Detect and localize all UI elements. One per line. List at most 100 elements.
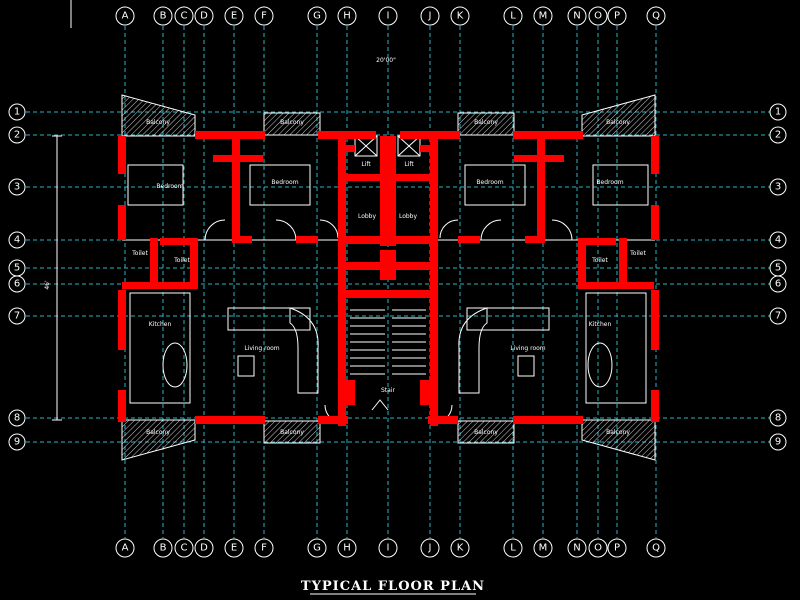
grid-label-row-9-right: 9: [775, 437, 781, 448]
grid-label-col-G-top: G: [313, 11, 321, 22]
bedroom-label-2: Bedroom: [271, 179, 298, 186]
grid-bubble-col-N-bottom: [567, 538, 587, 558]
balcony-label-bml: Balcony: [280, 429, 304, 436]
grid-label-row-2-right: 2: [775, 130, 781, 141]
grid-label-row-6-right: 6: [775, 279, 781, 290]
sofa-left: [227, 307, 311, 331]
grid-bubble-row-3-left: [8, 178, 26, 196]
grid-label-col-E-top: E: [231, 11, 237, 22]
grid-label-col-N-bottom: N: [573, 543, 580, 554]
grid-label-row-4-right: 4: [775, 235, 781, 246]
grid-label-row-7-right: 7: [775, 311, 781, 322]
grid-label-col-I-bottom: I: [387, 543, 390, 554]
grid-label-col-E-bottom: E: [231, 543, 237, 554]
drawing-title: TYPICAL FLOOR PLAN: [301, 579, 485, 594]
grid-label-col-D-top: D: [200, 11, 208, 22]
grid-bubble-row-4-left: [8, 231, 26, 249]
balcony-bottom-mid-left: [263, 420, 321, 444]
kitchen-label-right: Kitchen: [589, 321, 612, 328]
living-room-label-right: Living room: [510, 345, 545, 352]
grid-bubble-col-J-top: [420, 6, 440, 26]
grid-label-col-O-top: O: [594, 11, 602, 22]
grid-label-col-F-top: F: [261, 11, 267, 22]
grid-label-row-8-left: 8: [14, 413, 20, 424]
grid-bubble-col-A-top: [115, 6, 135, 26]
grid-label-col-L-bottom: L: [510, 543, 516, 554]
grid-label-col-K-top: K: [457, 11, 464, 22]
balcony-top-mid-right: [457, 112, 515, 136]
grid-bubble-col-Q-top: [646, 6, 666, 26]
grid-bubble-col-G-bottom: [307, 538, 327, 558]
left-dimension: 46': [44, 135, 62, 421]
grid-bubble-col-F-bottom: [254, 538, 274, 558]
grid-label-row-9-left: 9: [14, 437, 20, 448]
grid-bubble-col-M-top: [533, 6, 553, 26]
grid-bubble-row-2-left: [8, 126, 26, 144]
left-dimension-text: 46': [44, 280, 51, 290]
grid-bubble-col-D-bottom: [194, 538, 214, 558]
grid-bubble-row-4-right: [769, 231, 787, 249]
grid-bubble-row-6-left: [8, 275, 26, 293]
walls: [118, 131, 659, 426]
grid-bubble-row-3-right: [769, 178, 787, 196]
grid-label-col-B-top: B: [160, 11, 167, 22]
grid-bubble-row-6-right: [769, 275, 787, 293]
grid-bubble-col-B-bottom: [153, 538, 173, 558]
balcony-top-mid-left: [263, 112, 321, 136]
toilet-label-3: Toilet: [591, 257, 608, 264]
balcony-top-left: [121, 94, 196, 137]
balcony-top-right: [581, 94, 656, 137]
lobby-label-right: Lobby: [399, 213, 418, 220]
grid-label-col-G-bottom: G: [313, 543, 321, 554]
grid-label-col-F-bottom: F: [261, 543, 267, 554]
grid-label-row-4-left: 4: [14, 235, 20, 246]
grid-label-col-P-top: P: [614, 11, 620, 22]
grid-label-row-1-right: 1: [775, 107, 781, 118]
living-room-label-left: Living room: [244, 345, 279, 352]
grid-label-row-5-left: 5: [14, 263, 20, 274]
dining-table-left: [162, 342, 188, 388]
grid-label-row-8-right: 8: [775, 413, 781, 424]
balcony-label-tl: Balcony: [146, 119, 170, 126]
grid-label-col-M-top: M: [539, 11, 548, 22]
lobby-label-left: Lobby: [358, 213, 377, 220]
grid-bubble-col-O-top: [588, 6, 608, 26]
grid-bubble-col-M-bottom: [533, 538, 553, 558]
grid-bubble-col-P-top: [607, 6, 627, 26]
grid-label-row-2-left: 2: [14, 130, 20, 141]
grid-bubble-col-P-bottom: [607, 538, 627, 558]
grid-label-row-7-left: 7: [14, 311, 20, 322]
lift-label-1: Lift: [361, 161, 371, 168]
grid-label-row-1-left: 1: [14, 107, 20, 118]
grid-bubble-row-2-right: [769, 126, 787, 144]
grid-bubble-row-8-right: [769, 409, 787, 427]
grid-label-col-J-bottom: J: [428, 543, 432, 554]
grid-label-col-K-bottom: K: [457, 543, 464, 554]
bedroom-label-1: Bedroom: [156, 183, 183, 190]
grid-label-col-C-top: C: [181, 11, 188, 22]
grid-bubble-col-O-bottom: [588, 538, 608, 558]
grid-bubble-row-1-right: [769, 103, 787, 121]
grid-label-col-H-top: H: [343, 11, 351, 22]
balcony-bottom-left: [121, 419, 196, 461]
room-labels: Bedroom Bedroom Bedroom Bedroom Kitchen …: [131, 161, 646, 394]
grid-bubble-col-D-top: [194, 6, 214, 26]
grid-label-col-C-bottom: C: [181, 543, 188, 554]
grid-label-row-3-left: 3: [14, 182, 20, 193]
grid-bubble-row-1-left: [8, 103, 26, 121]
toilet-label-4: Toilet: [629, 250, 646, 257]
grid-label-col-A-top: A: [122, 11, 129, 22]
grid-bubble-col-L-bottom: [503, 538, 523, 558]
grid-bubble-col-F-top: [254, 6, 274, 26]
grid-label-col-I-top: I: [387, 11, 390, 22]
grid-label-row-3-right: 3: [775, 182, 781, 193]
grid-label-col-M-bottom: M: [539, 543, 548, 554]
lift-label-2: Lift: [404, 161, 414, 168]
bedroom-label-4: Bedroom: [596, 179, 623, 186]
stair-label-bottom: Stair: [381, 387, 396, 394]
grid-bubble-col-G-top: [307, 6, 327, 26]
grid-bubble-row-9-right: [769, 433, 787, 451]
grid-bubble-row-7-right: [769, 307, 787, 325]
balcony-label-br: Balcony: [606, 429, 630, 436]
